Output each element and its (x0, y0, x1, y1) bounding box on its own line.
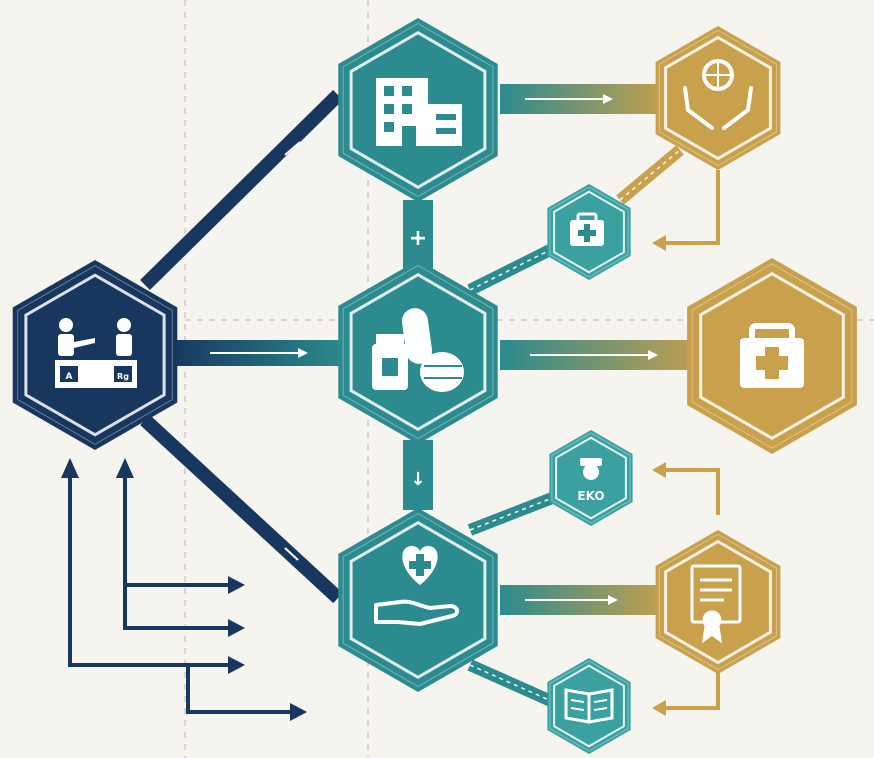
medicine-bottle-icon (372, 308, 464, 392)
document-seal-icon (690, 564, 742, 644)
node-handbook-outer-ring (549, 660, 629, 752)
node-first-aid-small-outer-ring (549, 186, 629, 278)
node-records-hexagon (655, 530, 781, 674)
reception-desk-label-left: A (66, 372, 73, 382)
node-care (338, 508, 498, 692)
connector-reception-care (140, 414, 346, 604)
connector-pharmacy-firstaid (500, 340, 710, 370)
node-first-aid-large-outer-ring (691, 263, 853, 449)
open-book-icon (564, 688, 614, 724)
node-doctor-id-ring (555, 436, 627, 520)
connector-reception-pharmacy (170, 340, 345, 366)
connector-hospital-globalcare (500, 84, 670, 114)
node-care-hexagon (338, 508, 498, 692)
small-first-aid-kit-icon (570, 212, 604, 246)
connector-pharmacy-care: ↓ (403, 440, 433, 510)
feedback-arrowheads (61, 458, 307, 721)
node-care-ring (349, 520, 487, 680)
node-records (655, 530, 781, 674)
node-doctor-id-outer-ring (551, 432, 631, 524)
node-reception-ring (24, 273, 166, 437)
node-pharmacy-outer-ring (342, 264, 494, 440)
node-first-aid-small-ring (553, 190, 625, 274)
node-care-outer-ring (342, 512, 494, 688)
doctor-badge-label: EKO (577, 489, 604, 503)
node-global-care-outer-ring (658, 29, 778, 167)
connector-satellite-dashes (469, 149, 681, 706)
reception-desk-icon: A Rg (55, 318, 137, 388)
node-global-care-hexagon (655, 26, 781, 170)
node-records-outer-ring (658, 533, 778, 671)
node-global-care-ring (664, 35, 772, 161)
plus-mark: + (409, 226, 427, 251)
node-reception-outer-ring (17, 265, 173, 445)
connector-care-records (500, 585, 670, 615)
connector-hospital-pharmacy: + (403, 200, 433, 270)
down-arrow-mark: ↓ (410, 469, 425, 490)
node-records-ring (664, 539, 772, 665)
reception-desk-label-right: Rg (117, 372, 129, 381)
node-handbook-ring (553, 664, 625, 748)
first-aid-kit-icon (740, 323, 804, 388)
node-hospital-ring (349, 30, 487, 190)
connector-reception-hospital (140, 90, 346, 291)
hospital-building-icon (376, 78, 462, 146)
heart-hand-icon (374, 546, 459, 626)
node-global-care (655, 26, 781, 170)
node-reception-hexagon (12, 260, 178, 450)
node-first-aid-large-ring (699, 271, 845, 441)
doctor-badge-icon: EKO (577, 458, 605, 503)
node-pharmacy-ring (349, 272, 487, 432)
globe-hands-icon (683, 59, 753, 130)
node-hospital-outer-ring (342, 22, 494, 198)
feedback-arrows (68, 470, 295, 714)
node-reception (12, 260, 178, 450)
